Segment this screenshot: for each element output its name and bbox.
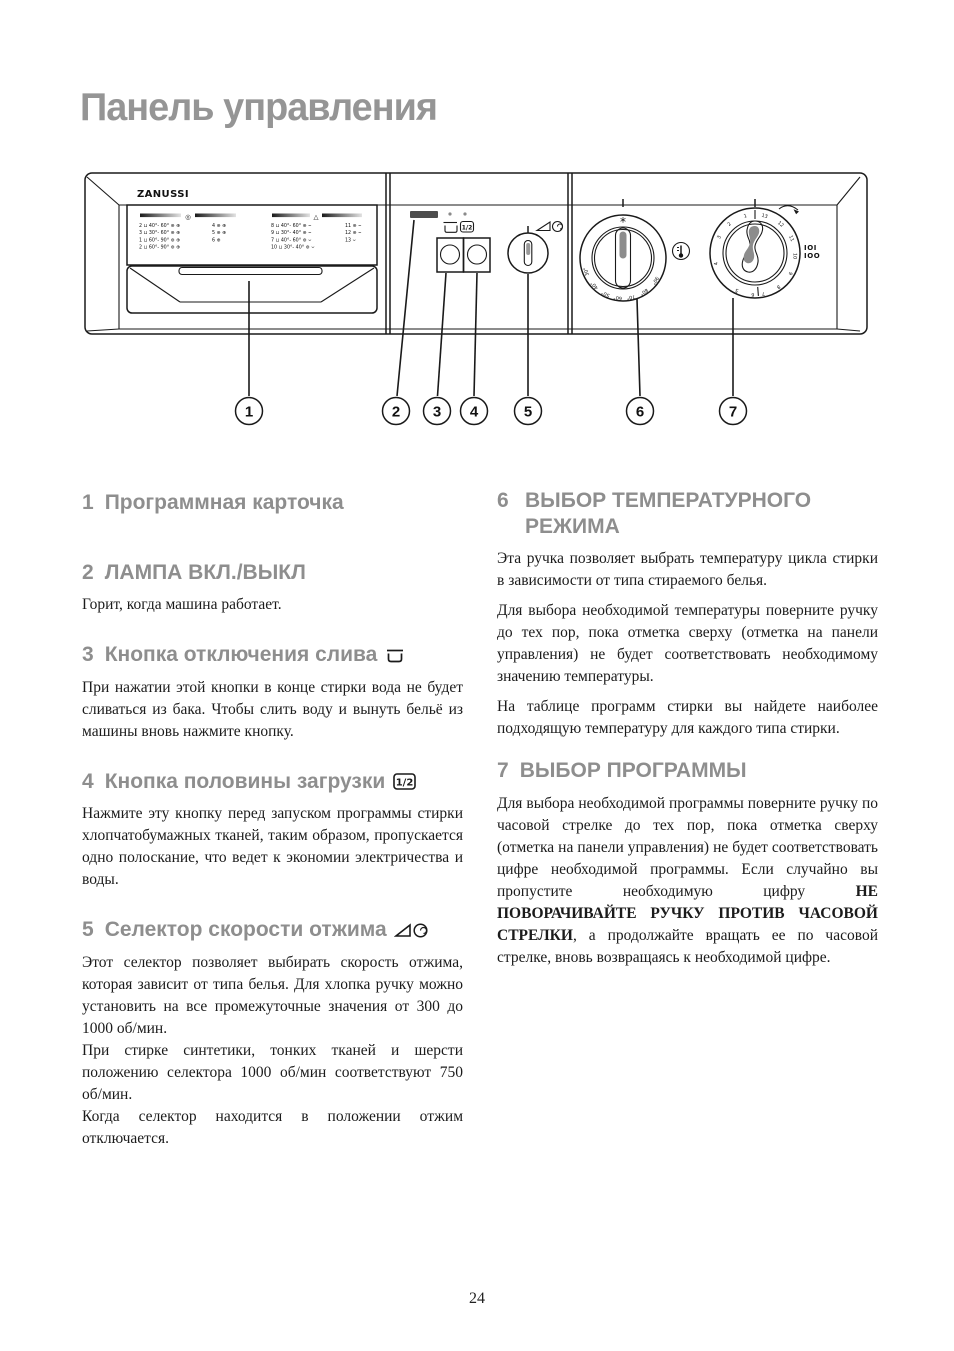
drain-exclusion-button[interactable] [436,237,465,273]
dial-label: 5 [734,287,740,294]
dial-label: 5 ⊛ ⊕ [212,230,226,236]
svg-text:2: 2 [392,404,400,421]
dial-label: 4 [713,261,720,265]
svg-text:IOI: IOI [804,244,817,252]
section-6-paragraph: На таблице программ стирки вы найдете на… [497,698,878,738]
dial-label: 11 [787,235,795,243]
dial-label: 12 [776,220,785,229]
dial-label: 9 [786,270,793,276]
cold-wash-star: * [620,215,626,229]
svg-text:7: 7 [729,404,737,421]
dial-label: 10 [791,253,797,259]
dial-label: 90° [650,275,660,286]
dial-label: 12 ⊛ ⌣ [345,230,361,236]
dial-label: 13 [761,213,769,220]
control-panel-diagram: ZANUSSI ◎ △ 2 ⊔ 40°- 60° ⊛ ⊕ 4 ⊛ ⊕ 3 ⊔ 30°… [84,172,868,426]
half-load-button[interactable] [462,237,491,273]
section-4-paragraph: Нажмите эту кнопку перед запуском програ… [82,805,463,889]
section-3-paragraph: При нажатии этой кнопки в конце стирки в… [82,678,463,740]
dial-label: 3 ⊔ 30°- 60° ⊛ ⊕ [139,230,180,236]
svg-text:IOO: IOO [804,252,820,260]
drain-exclusion-icon [387,649,404,663]
section-7-paragraph: Для выбора необходимой программы поверни… [497,794,878,966]
dial-label: 3 [716,235,723,240]
spin-speed-icon [535,220,564,233]
dial-label: 30° [583,266,591,276]
temperature-knob[interactable]: * 30° 40°50°60° 70°80°90° [579,199,667,302]
dial-label: 10 ⊔ 30°- 40° ⊛ ⌣ [271,245,314,251]
dial-label: 6 ⊕ [212,237,221,243]
half-load-icon: 1/2 [459,220,475,233]
spin-speed-icon [393,923,428,938]
led-dot [448,212,452,216]
on-off-lamp [410,211,438,218]
dial-label: 8 ⊔ 40°- 60° ⊛ ⌣ [271,223,311,229]
dial-label: 50° [601,289,611,298]
callouts: 1 2 3 4 5 6 7 [234,396,748,426]
dial-label: 1 ⊔ 60°- 90° ⊛ ⊕ [139,237,180,243]
section-5-paragraph: Этот селектор позволяет выбирать скорост… [82,954,463,1038]
dial-label: 8 [775,283,781,290]
brand-logo: ZANUSSI [137,189,189,200]
drain-exclusion-icon [443,221,458,233]
dial-label: 4 ⊛ ⊕ [212,223,226,229]
dial-label: 2 ⊔ 40°- 60° ⊛ ⊕ [139,223,180,229]
dial-label: 9 ⊔ 30°- 40° ⊛ ⌣ [271,230,311,236]
dial-label: 13 ⌣ [345,237,356,243]
page-number: 24 [469,1290,485,1307]
synthetics-symbol-icon: △ [314,213,319,221]
dial-label: 11 ⊛ ⌣ [345,223,361,229]
svg-text:5: 5 [524,404,532,421]
section-6-paragraph: Для выбора необходимой температуры повер… [497,602,878,686]
dial-label: 70° [626,293,636,301]
program-card-drawer [126,265,378,314]
svg-text:1: 1 [245,404,253,421]
spin-speed-selector[interactable] [507,226,549,274]
page-title: Панель управления [80,86,438,129]
knob-position-legend: IOI IOO [804,244,820,260]
led-dot [463,212,467,216]
section-5-paragraph: Когда селектор находится в положении отж… [82,1108,463,1148]
dial-label: 2 ⊔ 60°- 90° ⊛ ⊕ [139,245,180,251]
thermometer-icon [671,241,691,261]
callout-leader-lines [248,219,734,397]
dial-label: 80° [638,287,649,297]
program-card: ◎ △ 2 ⊔ 40°- 60° ⊛ ⊕ 4 ⊛ ⊕ 3 ⊔ 30°- 60° ⊛ … [126,204,378,266]
cotton-symbol-icon: ◎ [185,213,191,221]
dial-label: 2 [726,221,732,228]
half-load-icon: 1/2 [393,773,417,790]
dial-label: 40° [590,280,600,290]
dial-label: 7 ⊔ 40°- 60° ⊛ ⌣ [271,237,311,243]
section-5-paragraph: При стирке синтетики, тонких тканей и ше… [82,1042,463,1104]
section-6-paragraph: Эта ручка позволяет выбрать температуру … [497,550,878,590]
svg-text:6: 6 [636,404,644,421]
dial-label: 1 [743,213,747,220]
section-2-paragraph: Горит, когда машина работает. [82,596,282,614]
clockwise-arrow-icon [778,205,799,215]
svg-text:4: 4 [470,404,479,421]
dial-label: 7 [761,290,765,297]
dial-label: 60° [613,294,622,301]
svg-text:1/2: 1/2 [396,777,414,788]
svg-text:1/2: 1/2 [462,225,473,232]
dial-label: 6 [751,291,754,297]
svg-text:3: 3 [433,404,441,421]
